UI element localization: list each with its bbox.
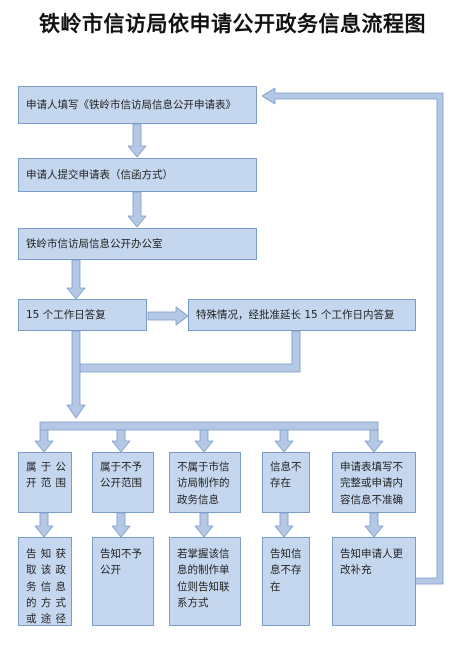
step-fill-application-text: 申请人填写《铁岭市信访局信息公开申请表》 xyxy=(26,98,236,111)
arrow-result-5 xyxy=(364,512,384,538)
arrow-fill-to-submit xyxy=(127,123,147,158)
result-inform-not-public: 告知不予公开 xyxy=(92,537,154,626)
step-submit-application-text: 申请人提交申请表（信函方式） xyxy=(26,168,173,181)
page-title: 铁岭市信访局依申请公开政务信息流程图 xyxy=(39,12,426,36)
result-inform-not-exist-text: 告知信息不存在 xyxy=(270,548,302,593)
connector-special-merge xyxy=(79,330,301,373)
arrow-drop-cat-1 xyxy=(34,429,54,453)
arrow-office-to-reply xyxy=(66,259,86,300)
step-special-extension-text: 特殊情况，经批准延长 15 个工作日内答复 xyxy=(196,308,395,321)
step-fill-application: 申请人填写《铁岭市信访局信息公开申请表》 xyxy=(18,86,257,124)
arrow-submit-to-office xyxy=(127,191,147,228)
arrow-result-2 xyxy=(111,512,131,538)
step-submit-application: 申请人提交申请表（信函方式） xyxy=(18,158,257,192)
arrow-drop-cat-3 xyxy=(194,429,214,453)
result-inform-not-public-text: 告知不予公开 xyxy=(100,548,142,577)
category-public-scope: 属于公开范围 xyxy=(18,452,72,513)
category-not-public-scope-text: 属于不予公开范围 xyxy=(100,461,142,490)
result-inform-access-method: 告知获取该政务信息的方式或途径 xyxy=(18,537,72,626)
category-info-not-exist: 信息不存在 xyxy=(262,452,310,513)
step-reply-15-days-text: 15 个工作日答复 xyxy=(26,308,106,321)
step-special-extension: 特殊情况，经批准延长 15 个工作日内答复 xyxy=(188,299,416,331)
category-not-produced-by-bureau-text: 不属于市信访局制作的政务信息 xyxy=(177,461,230,506)
feedback-loop-arrow xyxy=(261,87,444,585)
category-not-produced-by-bureau: 不属于市信访局制作的政务信息 xyxy=(169,452,241,513)
step-info-office-text: 铁岭市信访局信息公开办公室 xyxy=(26,237,163,250)
arrow-result-1 xyxy=(34,512,54,538)
category-public-scope-text: 属于公开范围 xyxy=(26,461,66,490)
arrow-result-4 xyxy=(274,512,294,538)
arrow-drop-cat-5 xyxy=(364,429,384,453)
result-inform-supplement: 告知申请人更改补充 xyxy=(332,537,416,626)
arrow-drop-cat-2 xyxy=(111,429,131,453)
result-inform-not-exist: 告知信息不存在 xyxy=(262,537,310,626)
step-reply-15-days: 15 个工作日答复 xyxy=(18,299,147,331)
category-not-public-scope: 属于不予公开范围 xyxy=(92,452,154,513)
distribution-bar xyxy=(39,421,379,431)
arrow-reply-to-special xyxy=(147,306,189,326)
category-incomplete-application-text: 申请表填写不完整或申请内容信息不准确 xyxy=(340,461,403,506)
result-inform-supplement-text: 告知申请人更改补充 xyxy=(340,548,403,577)
category-info-not-exist-text: 信息不存在 xyxy=(270,461,302,490)
arrow-result-3 xyxy=(194,512,214,538)
arrow-drop-cat-4 xyxy=(274,429,294,453)
step-info-office: 铁岭市信访局信息公开办公室 xyxy=(18,228,257,260)
category-incomplete-application: 申请表填写不完整或申请内容信息不准确 xyxy=(332,452,416,513)
result-inform-access-method-text: 告知获取该政务信息的方式或途径 xyxy=(26,548,66,626)
arrow-main-trunk xyxy=(66,330,86,419)
result-inform-producer-contact: 若掌握该信息的制作单位则告知联系方式 xyxy=(169,537,241,626)
result-inform-producer-contact-text: 若掌握该信息的制作单位则告知联系方式 xyxy=(177,548,230,609)
